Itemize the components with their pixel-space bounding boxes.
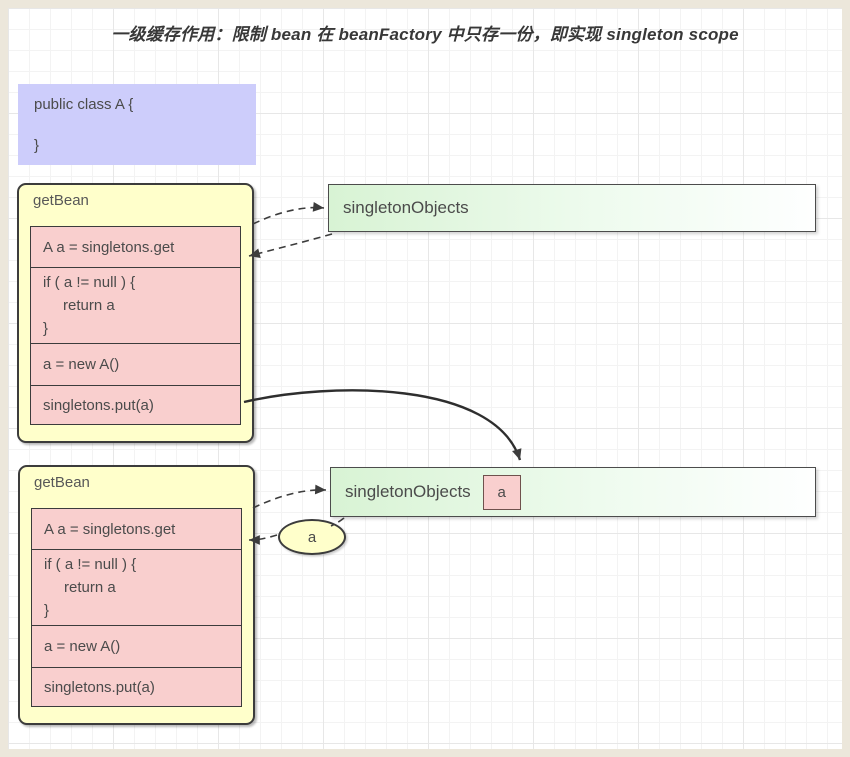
singleton-objects-box-1: singletonObjects: [328, 184, 816, 232]
class-a-line1: public class A {: [34, 96, 134, 113]
class-a-line2: }: [34, 137, 40, 154]
getbean-box-2: getBean A a = singletons.get if ( a != n…: [18, 465, 255, 725]
step-line: }: [44, 602, 50, 619]
step-put: singletons.put(a): [32, 667, 241, 706]
step-line: return a: [64, 579, 116, 596]
getbean-box-1: getBean A a = singletons.get if ( a != n…: [17, 183, 254, 443]
return-value-label: a: [307, 528, 317, 546]
getbean-2-steps: A a = singletons.get if ( a != null ) { …: [31, 508, 242, 707]
step-get: A a = singletons.get: [31, 227, 240, 267]
cache-2-label: singletonObjects: [345, 482, 471, 501]
getbean-1-title: getBean: [33, 192, 89, 209]
step-if-null: if ( a != null ) { return a }: [31, 267, 240, 343]
step-line: singletons.put(a): [44, 678, 155, 696]
class-a-box: public class A { }: [18, 84, 256, 165]
singleton-objects-box-2: singletonObjects a: [330, 467, 816, 517]
cache-entry-a: a: [482, 474, 521, 510]
step-new: a = new A(): [32, 625, 241, 667]
step-line: }: [43, 320, 49, 337]
step-get: A a = singletons.get: [32, 509, 241, 549]
step-put: singletons.put(a): [31, 385, 240, 424]
step-line: a = new A(): [43, 356, 120, 373]
step-if-null: if ( a != null ) { return a }: [32, 549, 241, 625]
step-line: A a = singletons.get: [44, 520, 176, 538]
step-line: if ( a != null ) {: [44, 556, 137, 573]
step-line: if ( a != null ) {: [43, 274, 136, 291]
return-value-ellipse: a: [278, 519, 346, 555]
getbean-2-title: getBean: [34, 474, 90, 491]
step-line: a = new A(): [44, 638, 121, 655]
getbean-1-steps: A a = singletons.get if ( a != null ) { …: [30, 226, 241, 425]
step-new: a = new A(): [31, 343, 240, 385]
step-line: A a = singletons.get: [43, 238, 175, 256]
step-line: return a: [63, 297, 115, 314]
diagram-title: 一级缓存作用：限制 bean 在 beanFactory 中只存一份，即实现 s…: [111, 25, 739, 44]
step-line: singletons.put(a): [43, 396, 154, 414]
cache-1-label: singletonObjects: [343, 198, 469, 217]
